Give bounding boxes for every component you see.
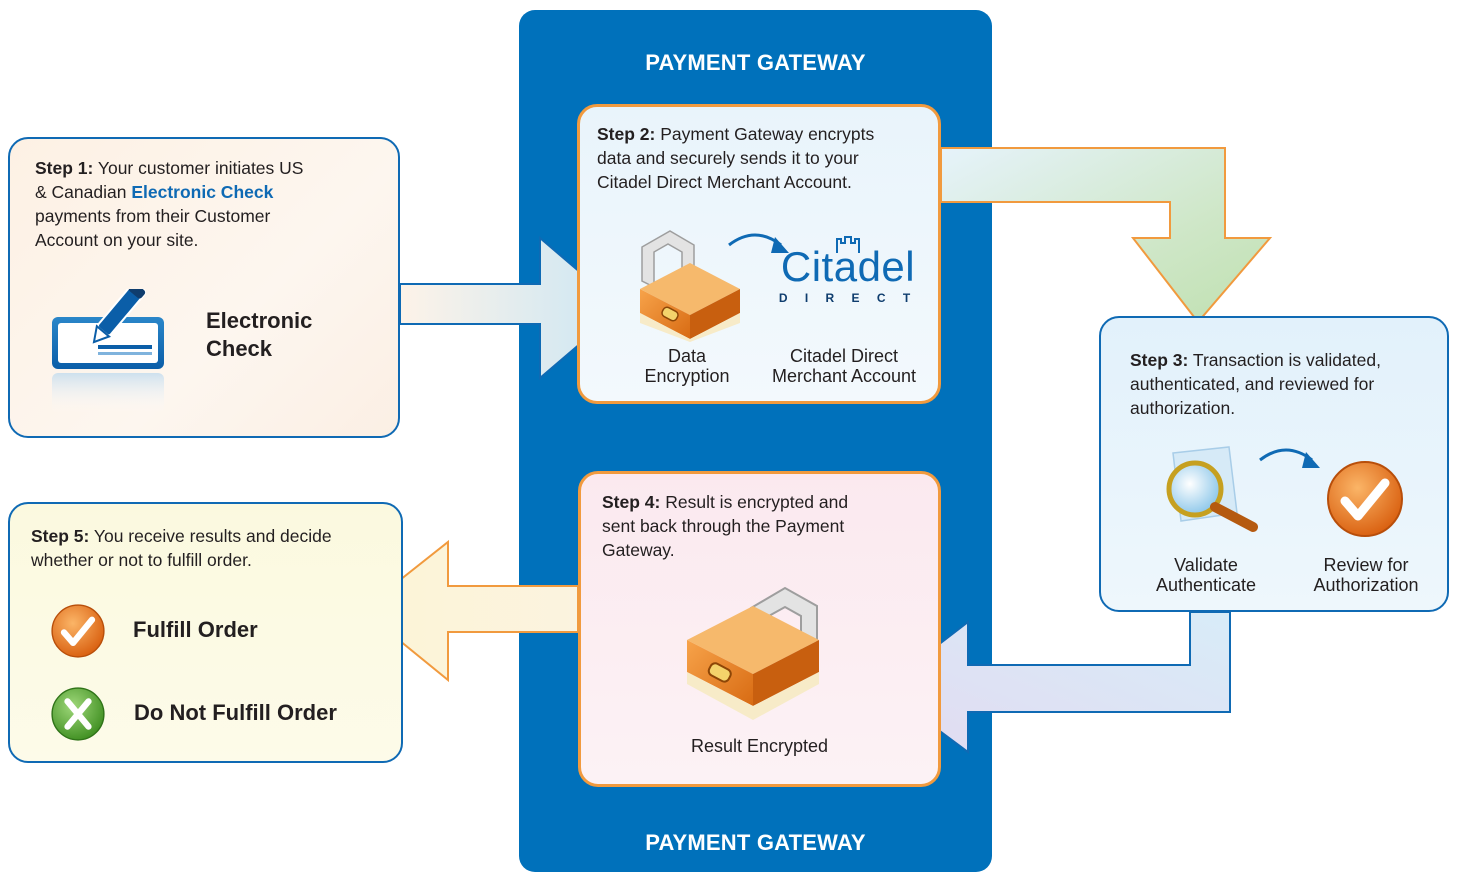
arrow-step2-to-step3 [940, 147, 1273, 324]
step4-box: Step 4: Result is encrypted and sent bac… [578, 471, 941, 787]
step4-description: Step 4: Result is encrypted and sent bac… [602, 490, 848, 562]
citadel-account-label-line1: Citadel Direct [789, 346, 899, 366]
step2-text-line1: Payment Gateway encrypts [655, 124, 875, 144]
step5-description: Step 5: You receive results and decide w… [31, 524, 332, 572]
citadel-logo-sub: D I R E C T [778, 291, 918, 305]
step3-text-line3: authorization. [1130, 398, 1236, 418]
data-encryption-label: Data Encryption [634, 346, 740, 386]
citadel-direct-logo: Citadel D I R E C T [778, 243, 918, 306]
step1-box: Step 1: Your customer initiates US & Can… [8, 137, 400, 438]
step2-text-line3: Citadel Direct Merchant Account. [597, 172, 852, 192]
data-encryption-label-line2: Encryption [644, 366, 730, 386]
step1-text-line2: & Canadian [35, 182, 132, 202]
checkmark-icon-fulfill [51, 604, 105, 658]
step4-label: Step 4: [602, 492, 661, 512]
electronic-check-label-line2: Check [206, 336, 273, 361]
castle-icon [836, 236, 860, 253]
step5-text-line2: whether or not to fulfill order. [31, 550, 252, 570]
validate-label-line2: Authenticate [1155, 575, 1257, 595]
review-label-line2: Authorization [1313, 575, 1419, 595]
curved-arrow-icon [728, 233, 789, 253]
review-authorization-label: Review for Authorization [1299, 555, 1433, 595]
data-encryption-label-line1: Data [667, 346, 707, 366]
step2-text-line2: data and securely sends it to your [597, 148, 859, 168]
step5-text-line1: You receive results and decide [89, 526, 332, 546]
step1-text-line1: Your customer initiates US [93, 158, 304, 178]
x-icon [51, 687, 105, 741]
electronic-check-label: Electronic Check [206, 307, 312, 363]
step4-text-line3: Gateway. [602, 540, 675, 560]
do-not-fulfill-order-label: Do Not Fulfill Order [134, 700, 337, 725]
step4-text-line1: Result is encrypted and [660, 492, 849, 512]
step1-label: Step 1: [35, 158, 94, 178]
step1-text-line4: Account on your site. [35, 230, 199, 250]
magnifier-icon [1166, 446, 1258, 532]
citadel-account-label: Citadel Direct Merchant Account [754, 346, 934, 386]
gateway-title-top: PAYMENT GATEWAY [645, 50, 866, 75]
review-label-line1: Review for [1323, 555, 1409, 575]
step2-label: Step 2: [597, 124, 656, 144]
curved-arrow-icon-step3 [1259, 448, 1320, 468]
electronic-check-highlight: Electronic Check [131, 182, 274, 202]
step5-label: Step 5: [31, 526, 90, 546]
citadel-account-label-line2: Merchant Account [771, 366, 917, 386]
step5-box: Step 5: You receive results and decide w… [8, 502, 403, 763]
step2-description: Step 2: Payment Gateway encrypts data an… [597, 122, 874, 194]
step1-text-line3: payments from their Customer [35, 206, 271, 226]
citadel-logo-word: Citadel [780, 243, 916, 290]
validate-label-line1: Validate [1174, 555, 1238, 575]
arrow-step4-to-step5 [360, 539, 579, 683]
validate-authenticate-label: Validate Authenticate [1141, 555, 1271, 595]
padlock-icon-step4 [687, 586, 819, 720]
step3-label: Step 3: [1130, 350, 1189, 370]
fulfill-order-label: Fulfill Order [133, 617, 258, 642]
electronic-check-icon [52, 289, 164, 413]
checkmark-icon [1327, 461, 1403, 537]
step1-description: Step 1: Your customer initiates US & Can… [35, 156, 303, 252]
result-encrypted-label: Result Encrypted [690, 736, 829, 756]
step4-text-line2: sent back through the Payment [602, 516, 845, 536]
step3-box: Step 3: Transaction is validated, authen… [1099, 316, 1449, 612]
step3-text-line2: authenticated, and reviewed for [1130, 374, 1375, 394]
padlock-icon [640, 230, 740, 342]
step3-text-line1: Transaction is validated, [1188, 350, 1381, 370]
electronic-check-label-line1: Electronic [206, 308, 313, 333]
gateway-title-bottom: PAYMENT GATEWAY [645, 830, 866, 855]
step3-description: Step 3: Transaction is validated, authen… [1130, 348, 1381, 420]
step2-box: Step 2: Payment Gateway encrypts data an… [577, 104, 941, 404]
